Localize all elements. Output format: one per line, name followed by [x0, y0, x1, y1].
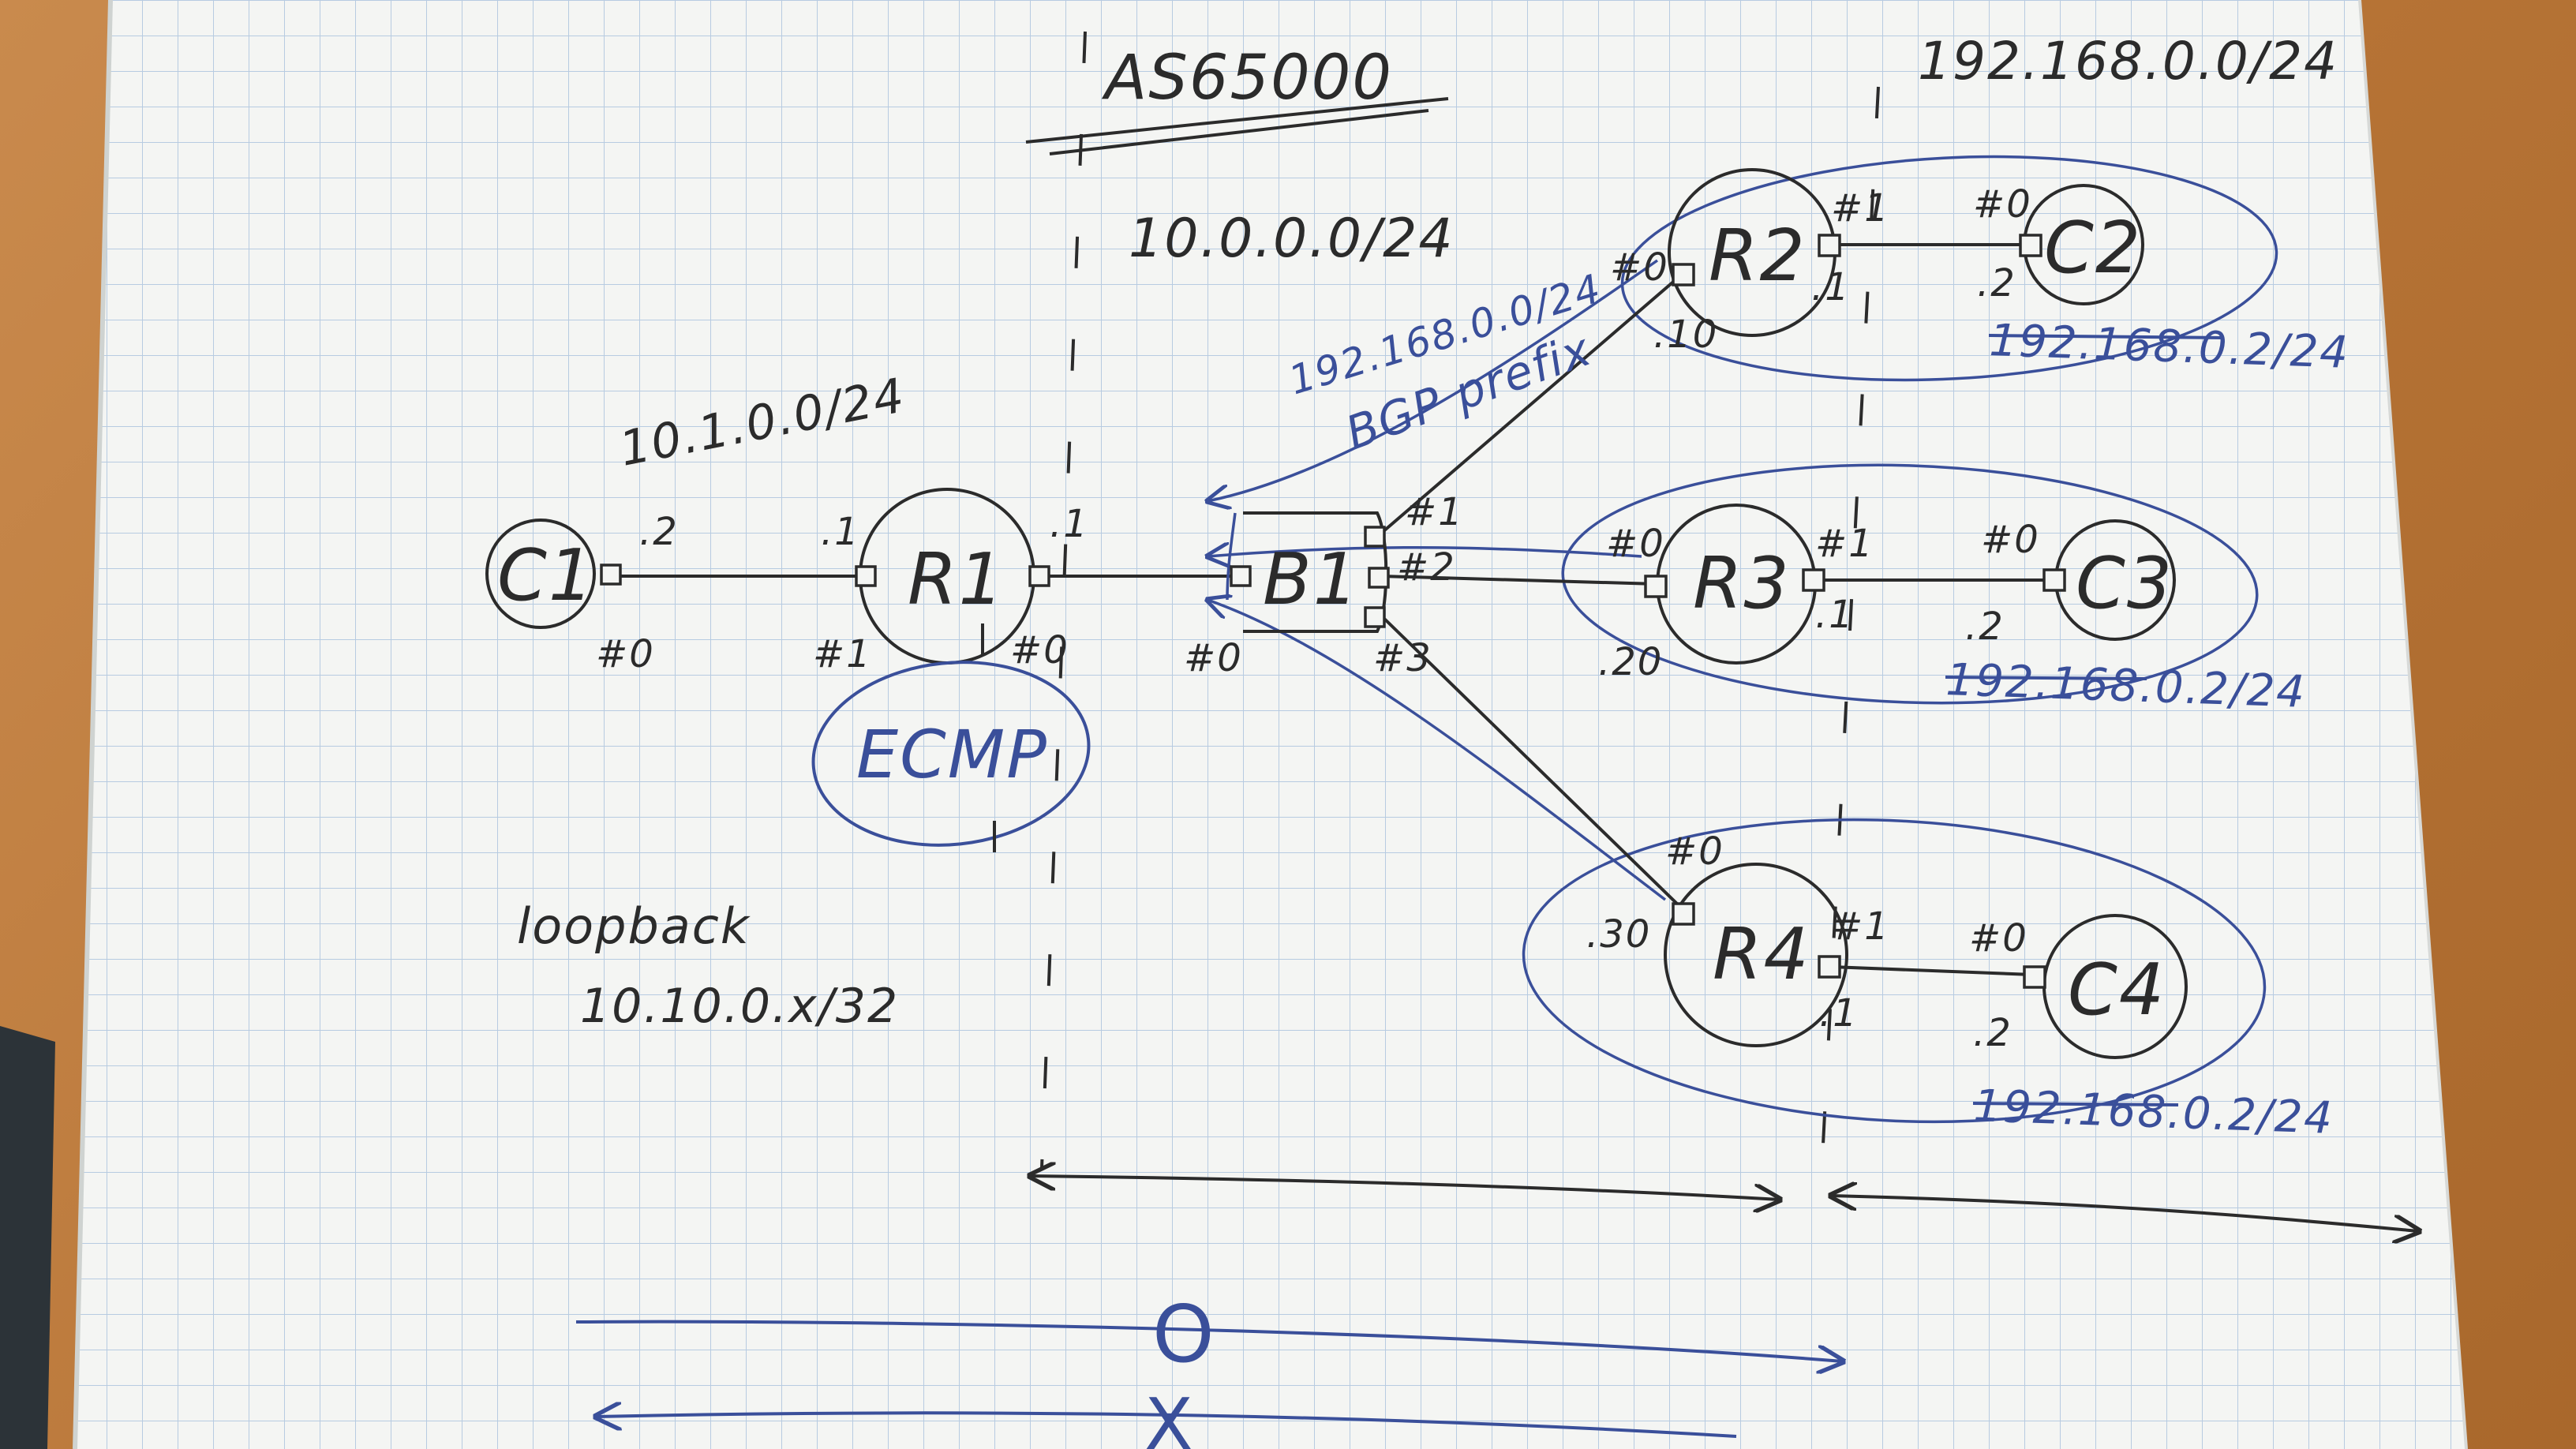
ecmp-tick-marks: [981, 623, 996, 852]
bgp-b1-scribble: [1226, 512, 1237, 601]
link-b1-r2: [1376, 267, 1690, 538]
label-c3: C3: [2076, 542, 2174, 625]
label-r4: R4: [1713, 913, 1810, 996]
r4-if0: #0: [1665, 829, 1724, 874]
link-b1-r4: [1380, 614, 1683, 909]
bgp-advertisement-paths: [1208, 259, 1667, 901]
r2-addr: .10: [1653, 313, 1718, 357]
c4-addr: .2: [1973, 1011, 2012, 1055]
bottom-arrow-ok: [575, 1320, 1843, 1361]
c1-if0: #0: [596, 632, 655, 676]
link-r4-c4: [1830, 965, 2033, 976]
dark-desk-corner: [0, 1026, 55, 1449]
net-left-label: 10.0.0.0/24: [1129, 208, 1455, 270]
r2-if1: #1: [1831, 186, 1890, 230]
b1-if1: #1: [1405, 490, 1464, 534]
r3-if0: #0: [1606, 522, 1665, 566]
b1-if2: #2: [1397, 545, 1456, 590]
r3-addr: .20: [1598, 640, 1663, 684]
boundary-left: [1040, 31, 1087, 1169]
bgp-path-r3: [1208, 548, 1642, 556]
bgp-path-r2: [1208, 259, 1659, 501]
r1-if0: #0: [1010, 628, 1069, 672]
label-r1: R1: [908, 538, 1005, 621]
r4-if1: #1: [1831, 904, 1890, 949]
b1-if3: #3: [1373, 636, 1432, 680]
range-arrow-right: [1831, 1196, 2419, 1231]
c2-addr: .2: [1977, 261, 2016, 305]
group-r3-c3-ellipse: [1561, 463, 2259, 705]
c3-addr: .2: [1965, 605, 2005, 649]
label-c2: C2: [2044, 207, 2142, 290]
r2-if0: #0: [1610, 245, 1669, 290]
links: [616, 243, 2052, 976]
b1-if0: #0: [1184, 636, 1243, 680]
c2-if0: #0: [1973, 182, 2032, 227]
c4-if0: #0: [1969, 916, 2028, 960]
loopback-label: loopback: [517, 897, 751, 955]
c2-net: 192.168.0.2/24: [1989, 315, 2351, 379]
r1-if0-addr: .1: [1050, 502, 1089, 546]
c4-net: 192.168.0.2/24: [1973, 1080, 2335, 1144]
graph-paper: [73, 0, 2468, 1449]
label-r2: R2: [1709, 215, 1807, 298]
link-b1-r3: [1380, 575, 1658, 586]
bottom-ok-mark: O: [1152, 1288, 1215, 1380]
label-r3: R3: [1693, 542, 1791, 625]
bottom-ng-mark: X: [1144, 1383, 1193, 1449]
net-strikethroughs: [1945, 334, 2222, 1106]
r4-addr: .30: [1586, 912, 1651, 957]
node-r4: [1664, 863, 1848, 1047]
net-right-label: 192.168.0.0/24: [1918, 31, 2338, 92]
as-boundary-lines: [1040, 31, 1880, 1169]
bgp-path-r4: [1208, 600, 1667, 901]
as-label-underline: [1025, 97, 1449, 155]
label-b1: B1: [1263, 538, 1360, 621]
label-c4: C4: [2068, 949, 2166, 1032]
r3-if1: #1: [1815, 522, 1874, 566]
boundary-right: [1822, 86, 1880, 1145]
r1-if1: #1: [813, 632, 872, 676]
label-c1: C1: [497, 534, 595, 617]
range-arrow-left: [1030, 1176, 1780, 1200]
r3-if1-addr: .1: [1815, 593, 1855, 637]
as-label: AS65000: [1101, 43, 1393, 114]
group-r4-c4-ellipse: [1522, 818, 2267, 1124]
ecmp-bubble: [811, 661, 1091, 847]
bottom-arrow-ng: [596, 1413, 1737, 1438]
ecmp-label: ECMP: [856, 716, 1048, 793]
interface-ports: [600, 234, 2066, 989]
c3-net: 192.168.0.2/24: [1945, 654, 2308, 718]
c3-if0: #0: [1981, 518, 2040, 562]
node-c1: [485, 519, 596, 629]
r2-if1-addr: .1: [1811, 265, 1851, 309]
r4-if1-addr: .1: [1819, 991, 1859, 1035]
loopback-addr: 10.10.0.x/32: [580, 979, 899, 1034]
r1-if1-addr: .1: [821, 510, 860, 554]
c1-addr: .2: [639, 510, 679, 554]
